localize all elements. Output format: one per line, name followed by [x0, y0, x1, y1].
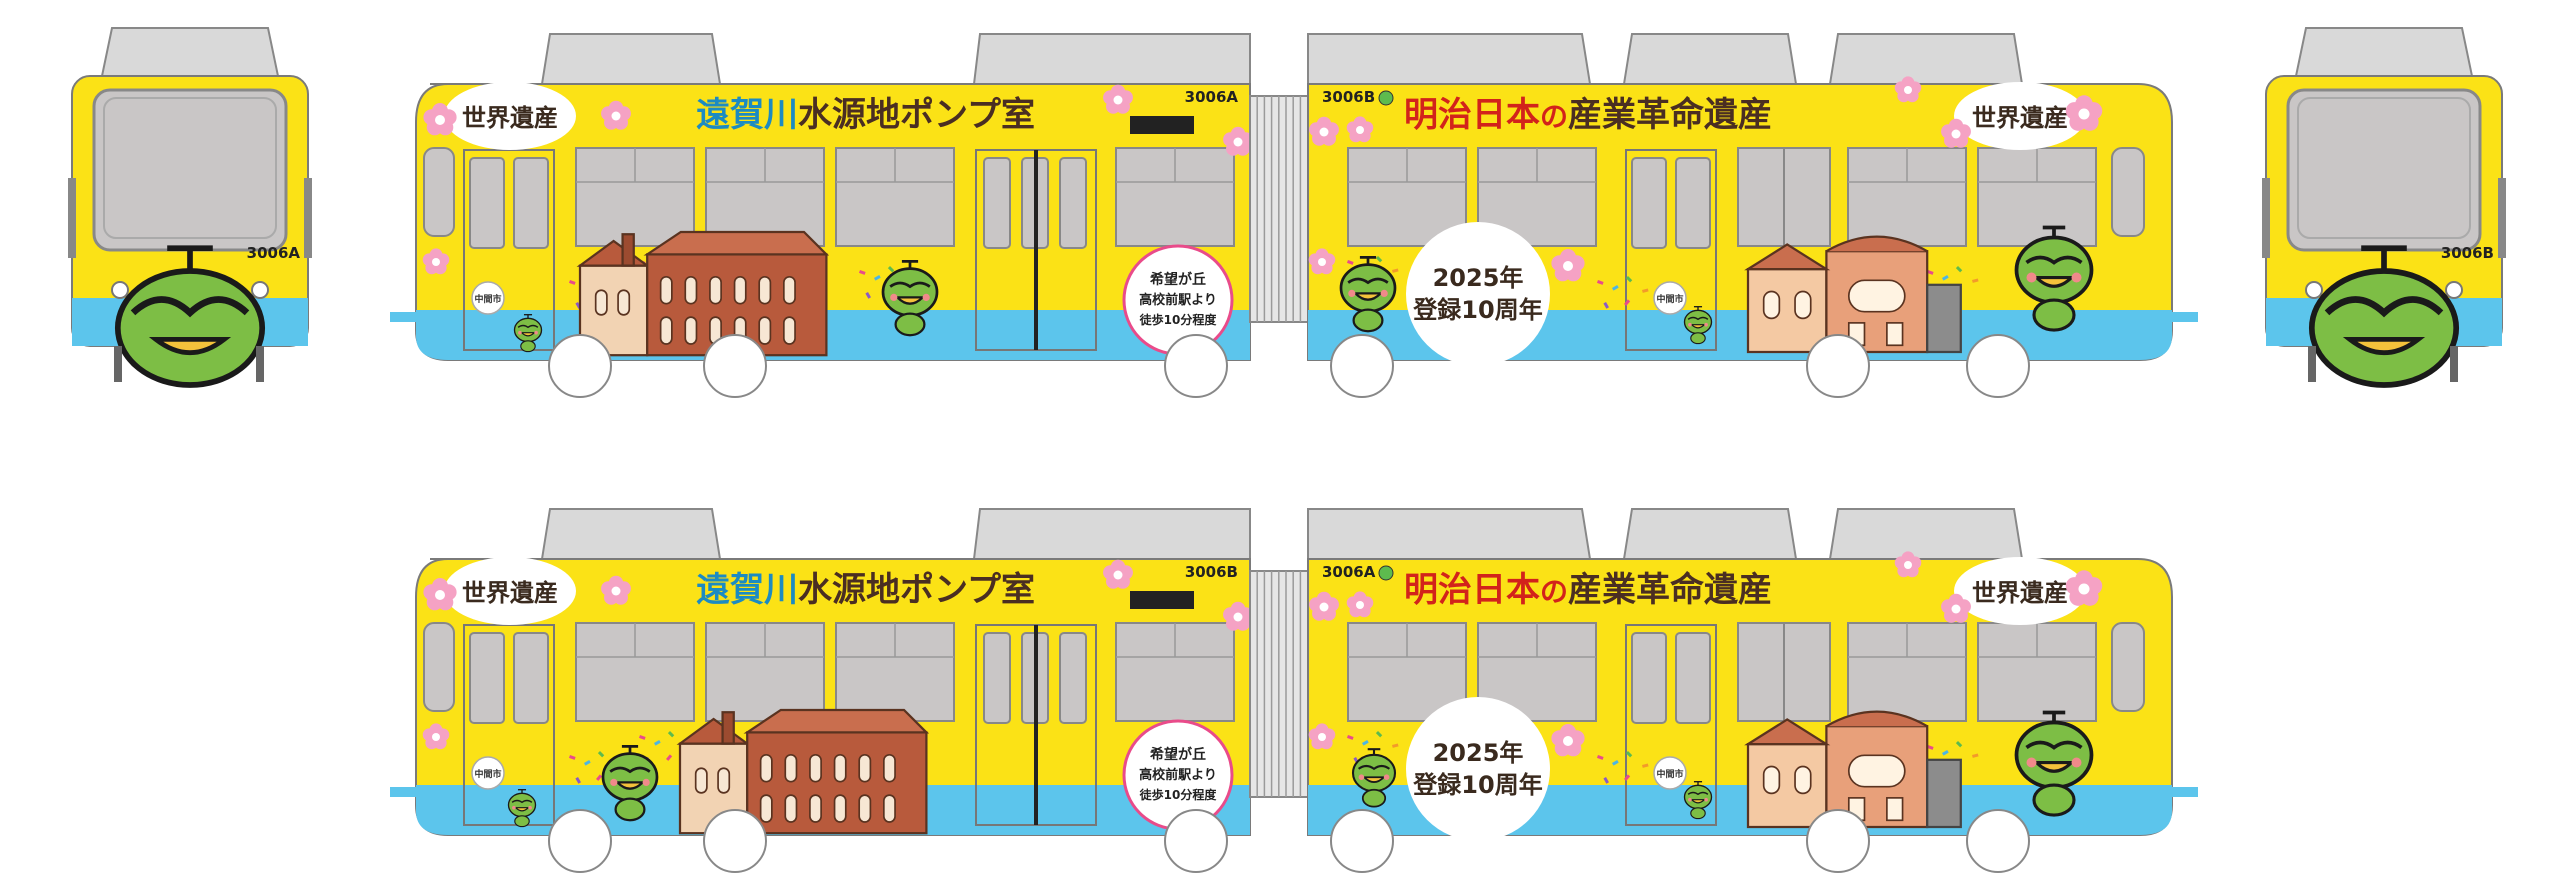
mascot-face-icon	[114, 245, 266, 388]
car-number: 3006B	[1322, 88, 1375, 106]
title-particle: の	[1540, 575, 1568, 608]
car-number: 3006B	[1185, 563, 1238, 581]
promo-line: 徒歩10分程度	[1139, 312, 1218, 327]
anniversary-year: 2025年	[1433, 739, 1524, 767]
front-number: 3006B	[2441, 244, 2494, 262]
city-mark: 中間市	[1656, 768, 1683, 780]
heritage-badge: 世界遺産	[1972, 579, 2068, 607]
livery-title: 明治日本の産業革命遺産	[1404, 95, 1772, 135]
mascot-face-icon	[2308, 245, 2460, 388]
city-mark: 中間市	[474, 293, 501, 305]
tram-front-right: 3006B	[2262, 27, 2506, 388]
front-number: 3006A	[247, 244, 301, 262]
title-site: 水源地ポンプ室	[798, 570, 1035, 610]
heritage-badge: 世界遺産	[462, 104, 558, 132]
promo-line: 希望が丘	[1150, 746, 1206, 763]
livery-title: 遠賀川水源地ポンプ室	[696, 95, 1035, 135]
car-number: 3006A	[1322, 563, 1376, 581]
livery-title: 明治日本の産業革命遺産	[1404, 570, 1772, 610]
promo-line: 希望が丘	[1150, 271, 1206, 288]
city-mark: 中間市	[1656, 293, 1683, 305]
livery-title: 遠賀川水源地ポンプ室	[696, 570, 1035, 610]
heritage-badge: 世界遺産	[1972, 104, 2068, 132]
heritage-badge: 世界遺産	[462, 579, 558, 607]
title-heritage: 産業革命遺産	[1568, 95, 1772, 135]
title-site: 水源地ポンプ室	[798, 95, 1035, 135]
title-place: 遠賀川	[696, 95, 798, 135]
promo-line: 徒歩10分程度	[1139, 787, 1218, 802]
promo-line: 高校前駅より	[1139, 767, 1217, 783]
anniversary-year: 2025年	[1433, 264, 1524, 292]
anniversary-text: 登録10周年	[1412, 771, 1542, 799]
anniversary-text: 登録10周年	[1412, 296, 1542, 324]
title-era: 明治日本	[1404, 570, 1540, 610]
title-particle: の	[1540, 100, 1568, 133]
car-number: 3006A	[1185, 88, 1239, 106]
title-era: 明治日本	[1404, 95, 1540, 135]
articulation-bellows	[1249, 570, 1309, 798]
pump-house-illustration	[578, 230, 828, 357]
city-mark: 中間市	[474, 768, 501, 780]
title-place: 遠賀川	[696, 570, 798, 610]
articulation-bellows	[1249, 95, 1309, 323]
tram-front-left: 3006A	[68, 27, 312, 388]
promo-line: 高校前駅より	[1139, 292, 1217, 308]
title-heritage: 産業革命遺産	[1568, 570, 1772, 610]
